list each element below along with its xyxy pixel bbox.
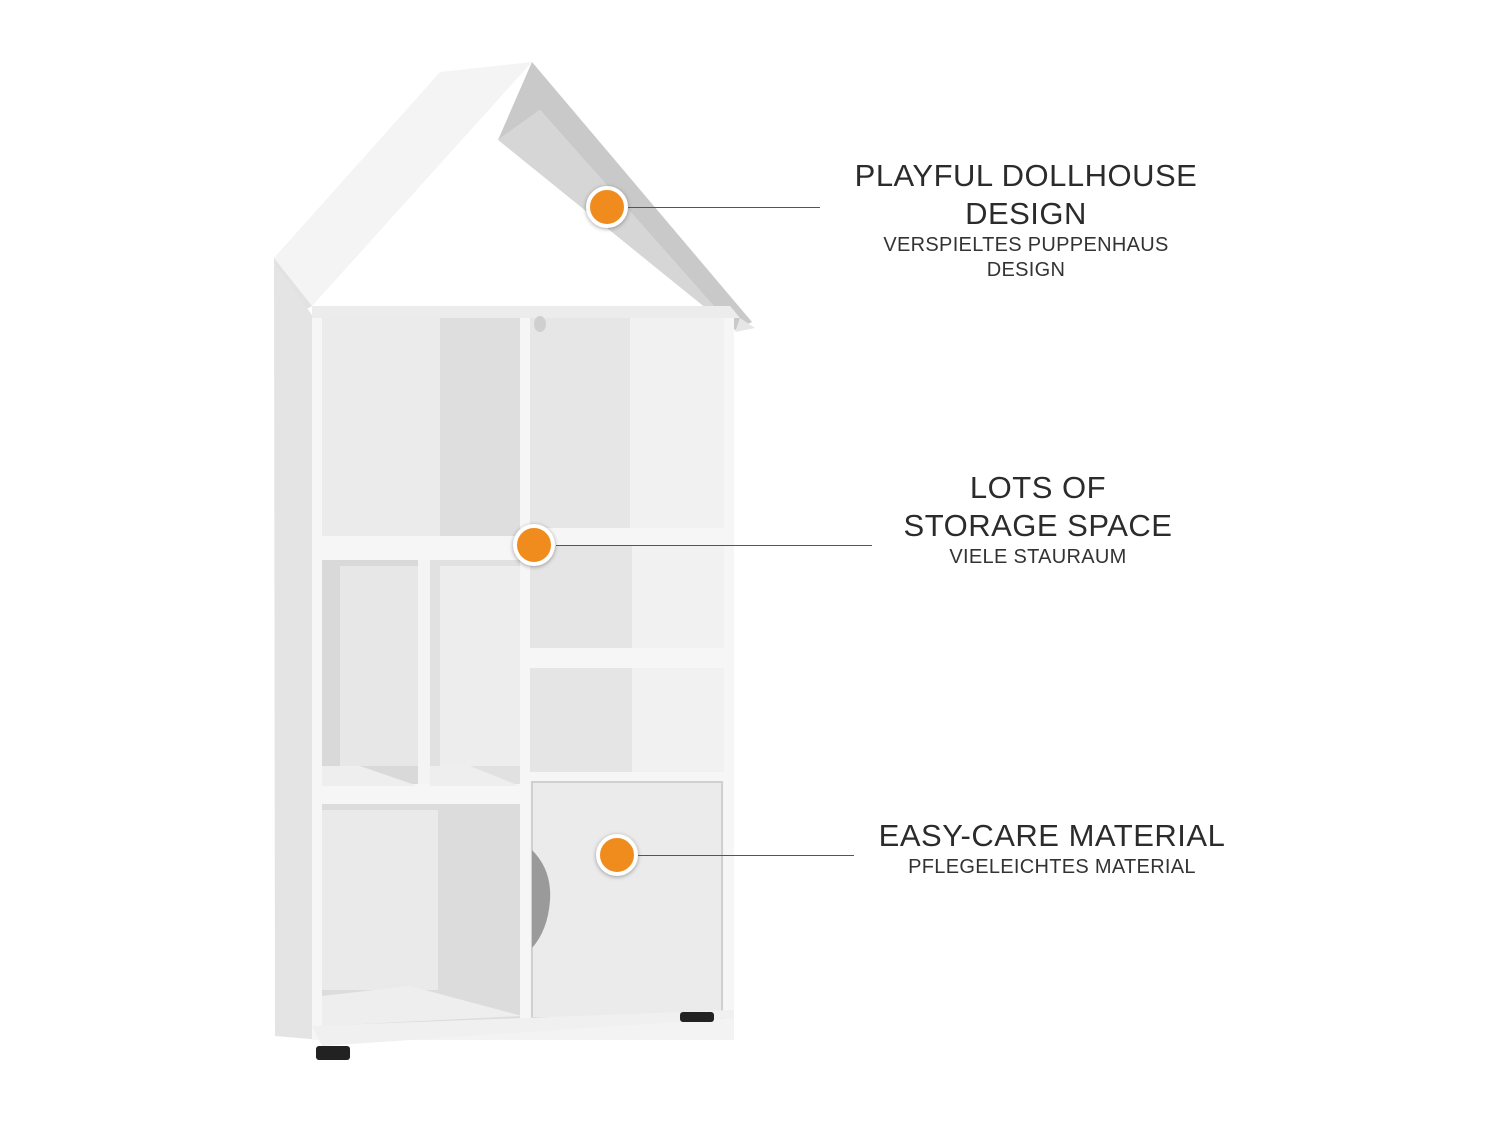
feature-title: EASY-CARE MATERIAL (878, 818, 1226, 853)
roof-gap (322, 140, 718, 318)
feature-material: EASY-CARE MATERIAL PFLEGELEICHTES MATERI… (852, 817, 1252, 880)
roof-right-edge-light (735, 318, 755, 332)
cabinet-top-edge (312, 306, 740, 318)
cabinet-door (531, 781, 723, 1019)
leader-line-design (628, 207, 820, 208)
left-side-panel (274, 262, 322, 1040)
roof-left-panel (274, 62, 532, 306)
feature-subtitle: PFLEGELEICHTES MATERIAL (908, 856, 1196, 878)
cabinet-base (312, 1010, 734, 1046)
feature-design: PLAYFUL DOLLHOUSE DESIGN VERSPIELTES PUP… (820, 157, 1232, 283)
leader-line-storage (556, 545, 872, 546)
feature-title: PLAYFUL DOLLHOUSE DESIGN (854, 158, 1198, 231)
feature-subtitle: VERSPIELTES PUPPENHAUS DESIGN (883, 234, 1169, 281)
foot-left (316, 1046, 350, 1060)
feature-title: LOTS OF STORAGE SPACE (903, 470, 1173, 543)
roof-left-edge (274, 258, 312, 314)
callout-dot-design (586, 186, 628, 228)
leader-line-material (638, 855, 854, 856)
feature-subtitle: VIELE STAURAUM (949, 546, 1127, 568)
callout-dot-storage (513, 524, 555, 566)
foot-right (680, 1012, 714, 1022)
callout-dot-material (596, 834, 638, 876)
door-handle-cutout (532, 850, 551, 948)
feature-storage: LOTS OF STORAGE SPACE VIELE STAURAUM (868, 469, 1208, 570)
